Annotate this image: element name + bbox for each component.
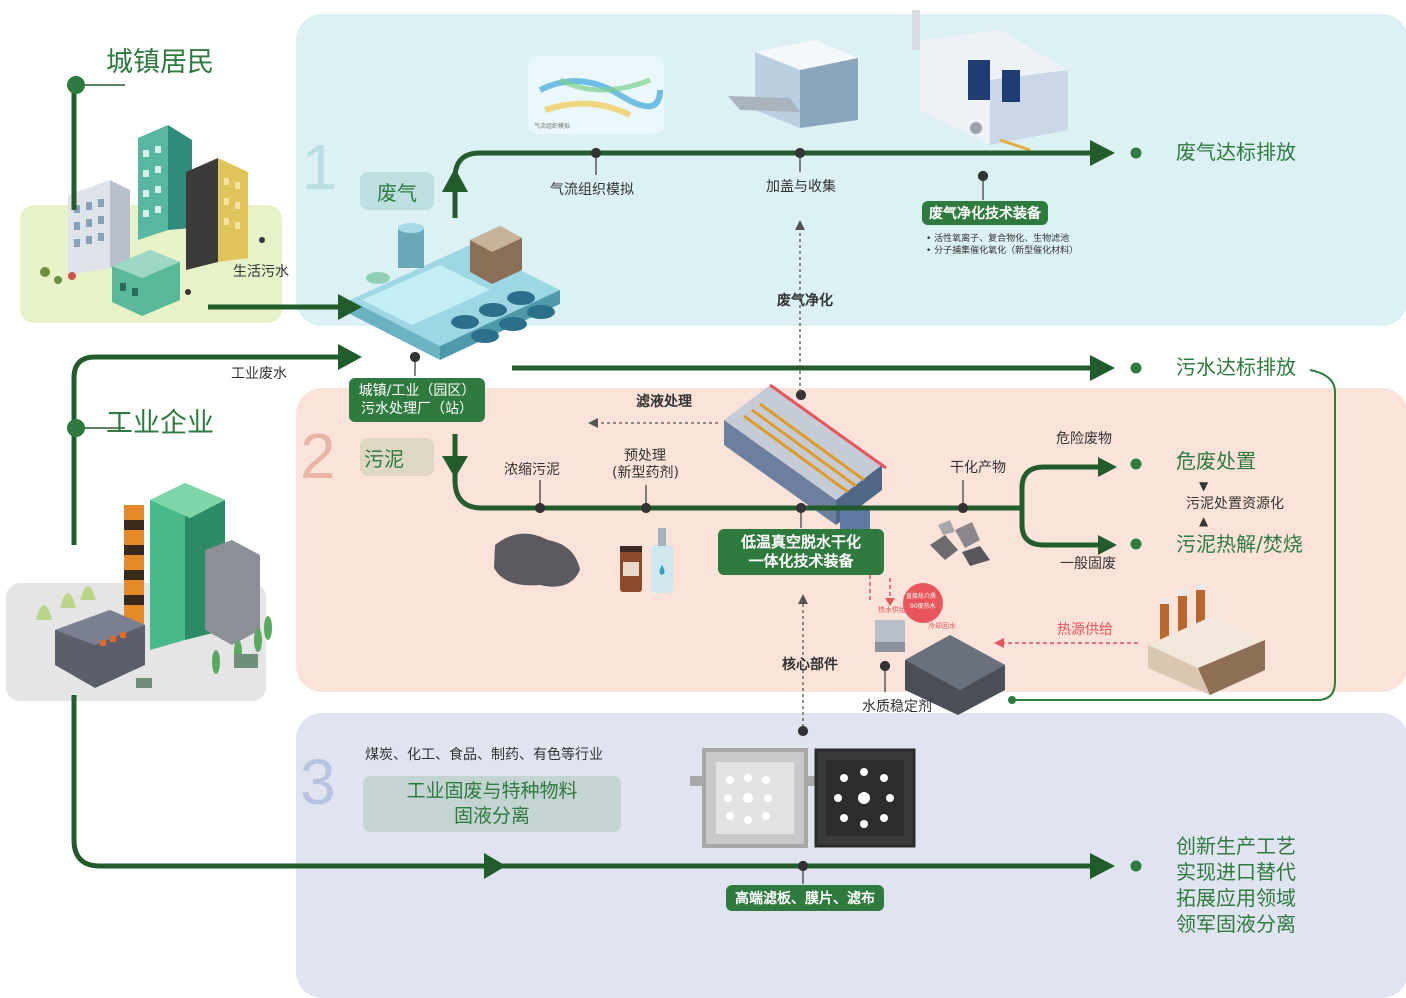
sludge-tag: 污泥	[360, 438, 434, 476]
hot-water-badge-line1: 直接热介质	[906, 593, 937, 600]
flow-arrowheads	[338, 140, 1117, 879]
heat-pump-unit-illustration	[875, 620, 1005, 715]
step-cover-collection: 加盖与收集	[766, 179, 836, 195]
pretreatment-reagents-illustration	[620, 528, 673, 593]
step-markers	[409, 147, 989, 884]
domestic-sewage-label: 生活污水	[233, 264, 289, 280]
solid-waste-title-line2: 固液分离	[453, 805, 530, 827]
output-dots	[67, 76, 1142, 872]
heat-supply-label: 热源供给	[1057, 622, 1113, 638]
industry-label: 工业企业	[106, 408, 214, 439]
power-plant-illustration	[1148, 584, 1265, 695]
filtrate-treatment-label: 滤液处理	[636, 394, 692, 410]
section3-number: 3	[300, 746, 336, 818]
return-loop-line	[1012, 369, 1336, 701]
main-flow-lines	[71, 84, 1100, 869]
dewatering-dryer-illustration	[724, 383, 887, 530]
gas-purify-label: 废气净化	[777, 293, 833, 309]
hot-water-supply-tag: 热水供给	[878, 606, 906, 614]
gas-tech-note-2: • 分子捕集催化氧化（新型催化材料）	[926, 246, 1079, 256]
outcome-line-3: 拓展应用领域	[1176, 886, 1296, 910]
residential-buildings-illustration	[40, 125, 265, 316]
resource-label: 污泥处置资源化	[1186, 496, 1284, 512]
exhaust-gas-tag-label: 废气	[377, 180, 417, 205]
outcome-line-4: 领军固液分离	[1176, 912, 1296, 936]
heat-supply-arrows	[869, 568, 1138, 644]
filter-plate-grey-illustration	[690, 748, 821, 848]
airflow-simulation-thumbnail	[528, 56, 664, 134]
output-gas-compliant: 废气达标排放	[1176, 140, 1296, 164]
airflow-thumb-caption: 气流组织模拟	[534, 123, 571, 130]
gas-purification-equipment-box: 废气净化技术装备	[922, 201, 1048, 225]
pretreatment-sublabel: (新型药剂)	[612, 465, 679, 481]
hot-water-badge-line2: 90度热水	[910, 603, 936, 610]
solid-waste-title-line1: 工业固废与特种物料	[406, 780, 578, 802]
plant-label-line1: 城镇/工业（园区）	[358, 383, 476, 399]
solid-waste-title-box: 工业固废与特种物料 固液分离	[363, 776, 621, 832]
pretreatment-label: 预处理	[624, 448, 666, 464]
industries-label: 煤炭、化工、食品、制药、有色等行业	[365, 747, 603, 763]
core-equipment-line1: 低温真空脱水干化	[740, 533, 861, 551]
exhaust-gas-tag: 废气	[360, 172, 434, 210]
plant-label-line2: 污水处理厂（站）	[361, 401, 473, 417]
gas-purification-equipment-label: 废气净化技术装备	[929, 206, 1041, 222]
stabilizer-label: 水质稳定剂	[862, 699, 932, 715]
filter-products-label: 高端滤板、膜片、滤布	[735, 891, 875, 907]
output-hazard-disposal: 危废处置	[1176, 449, 1256, 473]
thickened-sludge-label: 浓缩污泥	[504, 462, 560, 478]
cover-enclosure-illustration	[728, 40, 858, 128]
resource-arrow-up: ▲	[1199, 514, 1209, 528]
wastewater-plant-illustration	[350, 223, 560, 360]
dotted-arrows	[598, 228, 804, 727]
gas-purification-equipment-illustration	[912, 10, 1068, 152]
cooling-return-tag: 冷却回水	[928, 622, 956, 630]
core-parts-label: 核心部件	[782, 657, 838, 673]
step-airflow-simulation: 气流组织模拟	[550, 182, 634, 198]
hazardous-waste-label: 危险废物	[1056, 431, 1112, 447]
dried-product-label: 干化产物	[950, 460, 1006, 476]
general-waste-label: 一般固废	[1060, 556, 1116, 572]
wastewater-plant-box: 城镇/工业（园区） 污水处理厂（站）	[349, 378, 485, 422]
dried-product-illustration	[930, 520, 990, 566]
filter-plate-black-illustration	[814, 748, 916, 848]
resource-arrow-down: ▼	[1199, 479, 1209, 493]
industrial-wastewater-label: 工业废水	[231, 366, 287, 382]
outcome-line-2: 实现进口替代	[1176, 860, 1296, 884]
gas-tech-note-1: • 活性氧离子、复合物化、生物滤池	[926, 234, 1070, 244]
section2-number: 2	[300, 420, 336, 492]
hot-water-badge-circle	[903, 583, 943, 623]
thickened-sludge-illustration	[494, 533, 580, 587]
output-pyrolysis: 污泥热解/焚烧	[1176, 532, 1303, 556]
residents-label: 城镇居民	[106, 47, 214, 78]
filter-products-box: 高端滤板、膜片、滤布	[726, 885, 884, 911]
sludge-tag-label: 污泥	[364, 446, 404, 471]
section1-number: 1	[302, 131, 338, 203]
outcome-line-1: 创新生产工艺	[1176, 834, 1296, 858]
industrial-plant-illustration	[36, 483, 272, 688]
dotted-arrow-heads	[588, 220, 808, 604]
core-equipment-box: 低温真空脱水干化 一体化技术装备	[718, 529, 884, 575]
output-wastewater-compliant: 污水达标排放	[1176, 355, 1296, 379]
core-equipment-line2: 一体化技术装备	[748, 552, 854, 570]
